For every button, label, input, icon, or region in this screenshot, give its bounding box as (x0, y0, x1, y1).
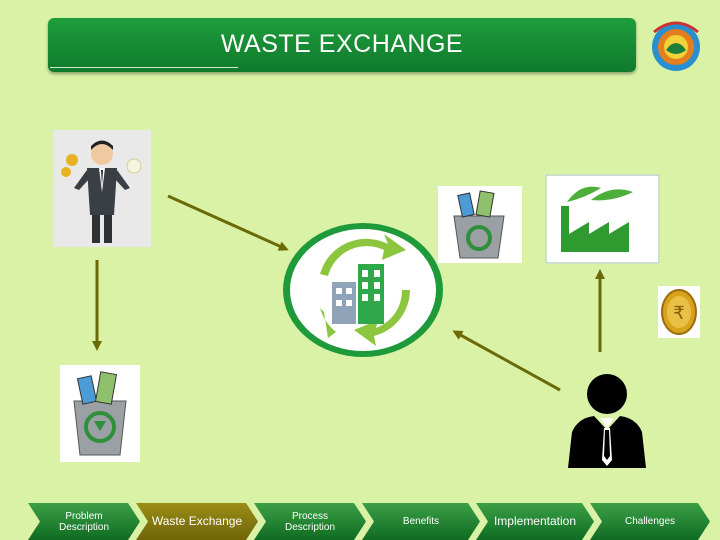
tab-challenges[interactable]: Challenges (590, 503, 710, 540)
tab-problem-description[interactable]: Problem Description (28, 503, 140, 540)
banner-underline (50, 67, 238, 68)
svg-text:₹: ₹ (673, 303, 684, 324)
tab-label: Challenges (624, 516, 676, 527)
tab-waste-exchange[interactable]: Waste Exchange (136, 503, 258, 540)
manager-silhouette-icon (568, 374, 646, 468)
arrow-manager-to-hub (452, 330, 561, 392)
recycle-hub-icon (283, 223, 443, 357)
tab-label: Waste Exchange (151, 514, 243, 528)
bottom-nav: Problem Description Waste Exchange Proce… (0, 503, 720, 540)
waste-bin-image (60, 365, 140, 462)
arrow-businessman-to-hub (167, 194, 289, 251)
government-emblem-icon (652, 21, 700, 71)
page-title: WASTE EXCHANGE (220, 30, 464, 58)
waste-bin-image (438, 186, 522, 263)
tab-label: Problem Description (58, 510, 110, 533)
tab-benefits[interactable]: Benefits (362, 503, 480, 540)
tab-label: Process Description (284, 510, 336, 533)
tab-implementation[interactable]: Implementation (476, 503, 594, 540)
tab-process-description[interactable]: Process Description (254, 503, 366, 540)
businessman-image (54, 130, 151, 247)
tab-label: Benefits (402, 516, 440, 527)
title-banner: WASTE EXCHANGE (48, 18, 636, 72)
tab-label: Implementation (493, 514, 577, 528)
factory-icon (545, 174, 660, 264)
rupee-coin-icon: ₹ (658, 286, 700, 338)
